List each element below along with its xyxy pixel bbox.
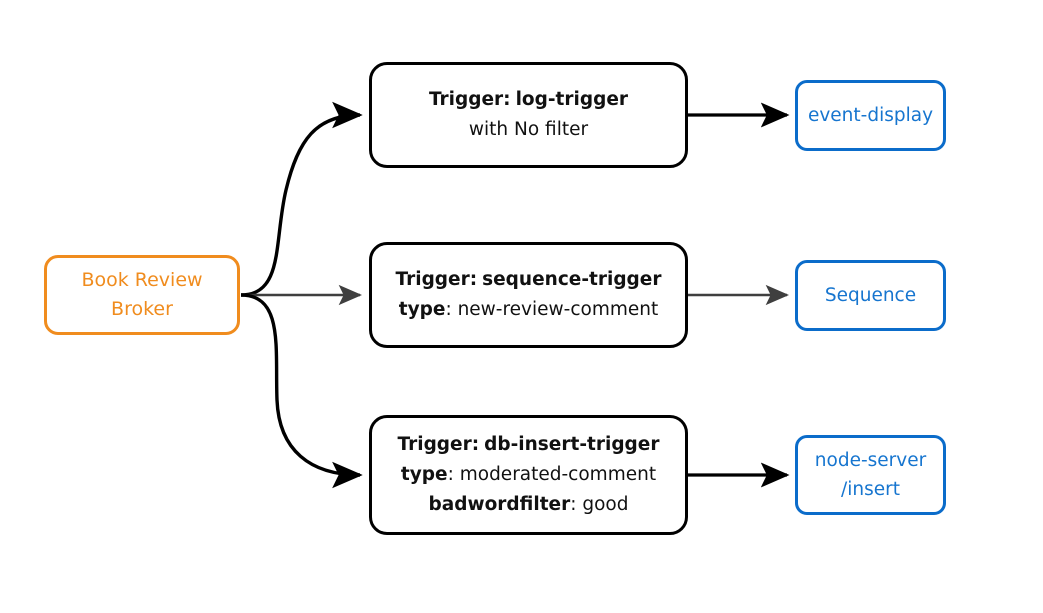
trigger-log-line2-label: with No filter <box>468 119 589 140</box>
trigger-db-line2-value: : moderated-comment <box>447 464 657 485</box>
trigger-sequence-line1: Trigger:sequence-trigger <box>396 265 662 295</box>
node-book-review-broker[interactable]: Book Review Broker <box>44 255 240 335</box>
sequence-label: Sequence <box>824 285 917 306</box>
trigger-db-line1-value: db-insert-trigger <box>484 434 660 455</box>
broker-label-line1: Book Review <box>81 269 203 291</box>
node-server-label-line2: /insert <box>841 479 900 500</box>
node-trigger-sequence-trigger[interactable]: Trigger:sequence-trigger type: new-revie… <box>369 242 688 348</box>
node-trigger-log-trigger[interactable]: Trigger:log-trigger with No filter <box>369 62 688 168</box>
trigger-log-line1-label: Trigger: <box>428 89 511 110</box>
trigger-sequence-line2-value: : new-review-comment <box>445 299 659 320</box>
trigger-db-line1-label: Trigger: <box>397 434 480 455</box>
trigger-db-line1: Trigger:db-insert-trigger <box>398 430 660 460</box>
node-server-label-line1: node-server <box>814 450 927 471</box>
edge-broker-to-log-trigger <box>240 101 363 297</box>
trigger-db-line3: badwordfilter: good <box>429 490 629 520</box>
trigger-db-line2: type: moderated-comment <box>401 460 656 490</box>
node-event-display[interactable]: event-display <box>795 80 946 151</box>
trigger-log-line2: with No filter <box>469 115 588 145</box>
edge-broker-to-db-insert-trigger <box>240 293 363 489</box>
trigger-db-line2-label: type <box>400 464 448 485</box>
trigger-log-line1-value: log-trigger <box>515 89 629 110</box>
node-trigger-db-insert-trigger[interactable]: Trigger:db-insert-trigger type: moderate… <box>369 415 688 535</box>
broker-label-line2: Broker <box>111 298 173 320</box>
node-node-server-insert[interactable]: node-server /insert <box>795 435 946 515</box>
trigger-db-line3-value: : good <box>570 494 629 515</box>
event-display-label: event-display <box>807 105 934 126</box>
node-sequence[interactable]: Sequence <box>795 260 946 331</box>
trigger-db-line3-label: badwordfilter <box>428 494 571 515</box>
trigger-log-line1: Trigger:log-trigger <box>429 85 628 115</box>
trigger-sequence-line1-label: Trigger: <box>395 269 478 290</box>
trigger-sequence-line2: type: new-review-comment <box>399 295 658 325</box>
trigger-sequence-line1-value: sequence-trigger <box>482 269 662 290</box>
trigger-sequence-line2-label: type <box>398 299 446 320</box>
